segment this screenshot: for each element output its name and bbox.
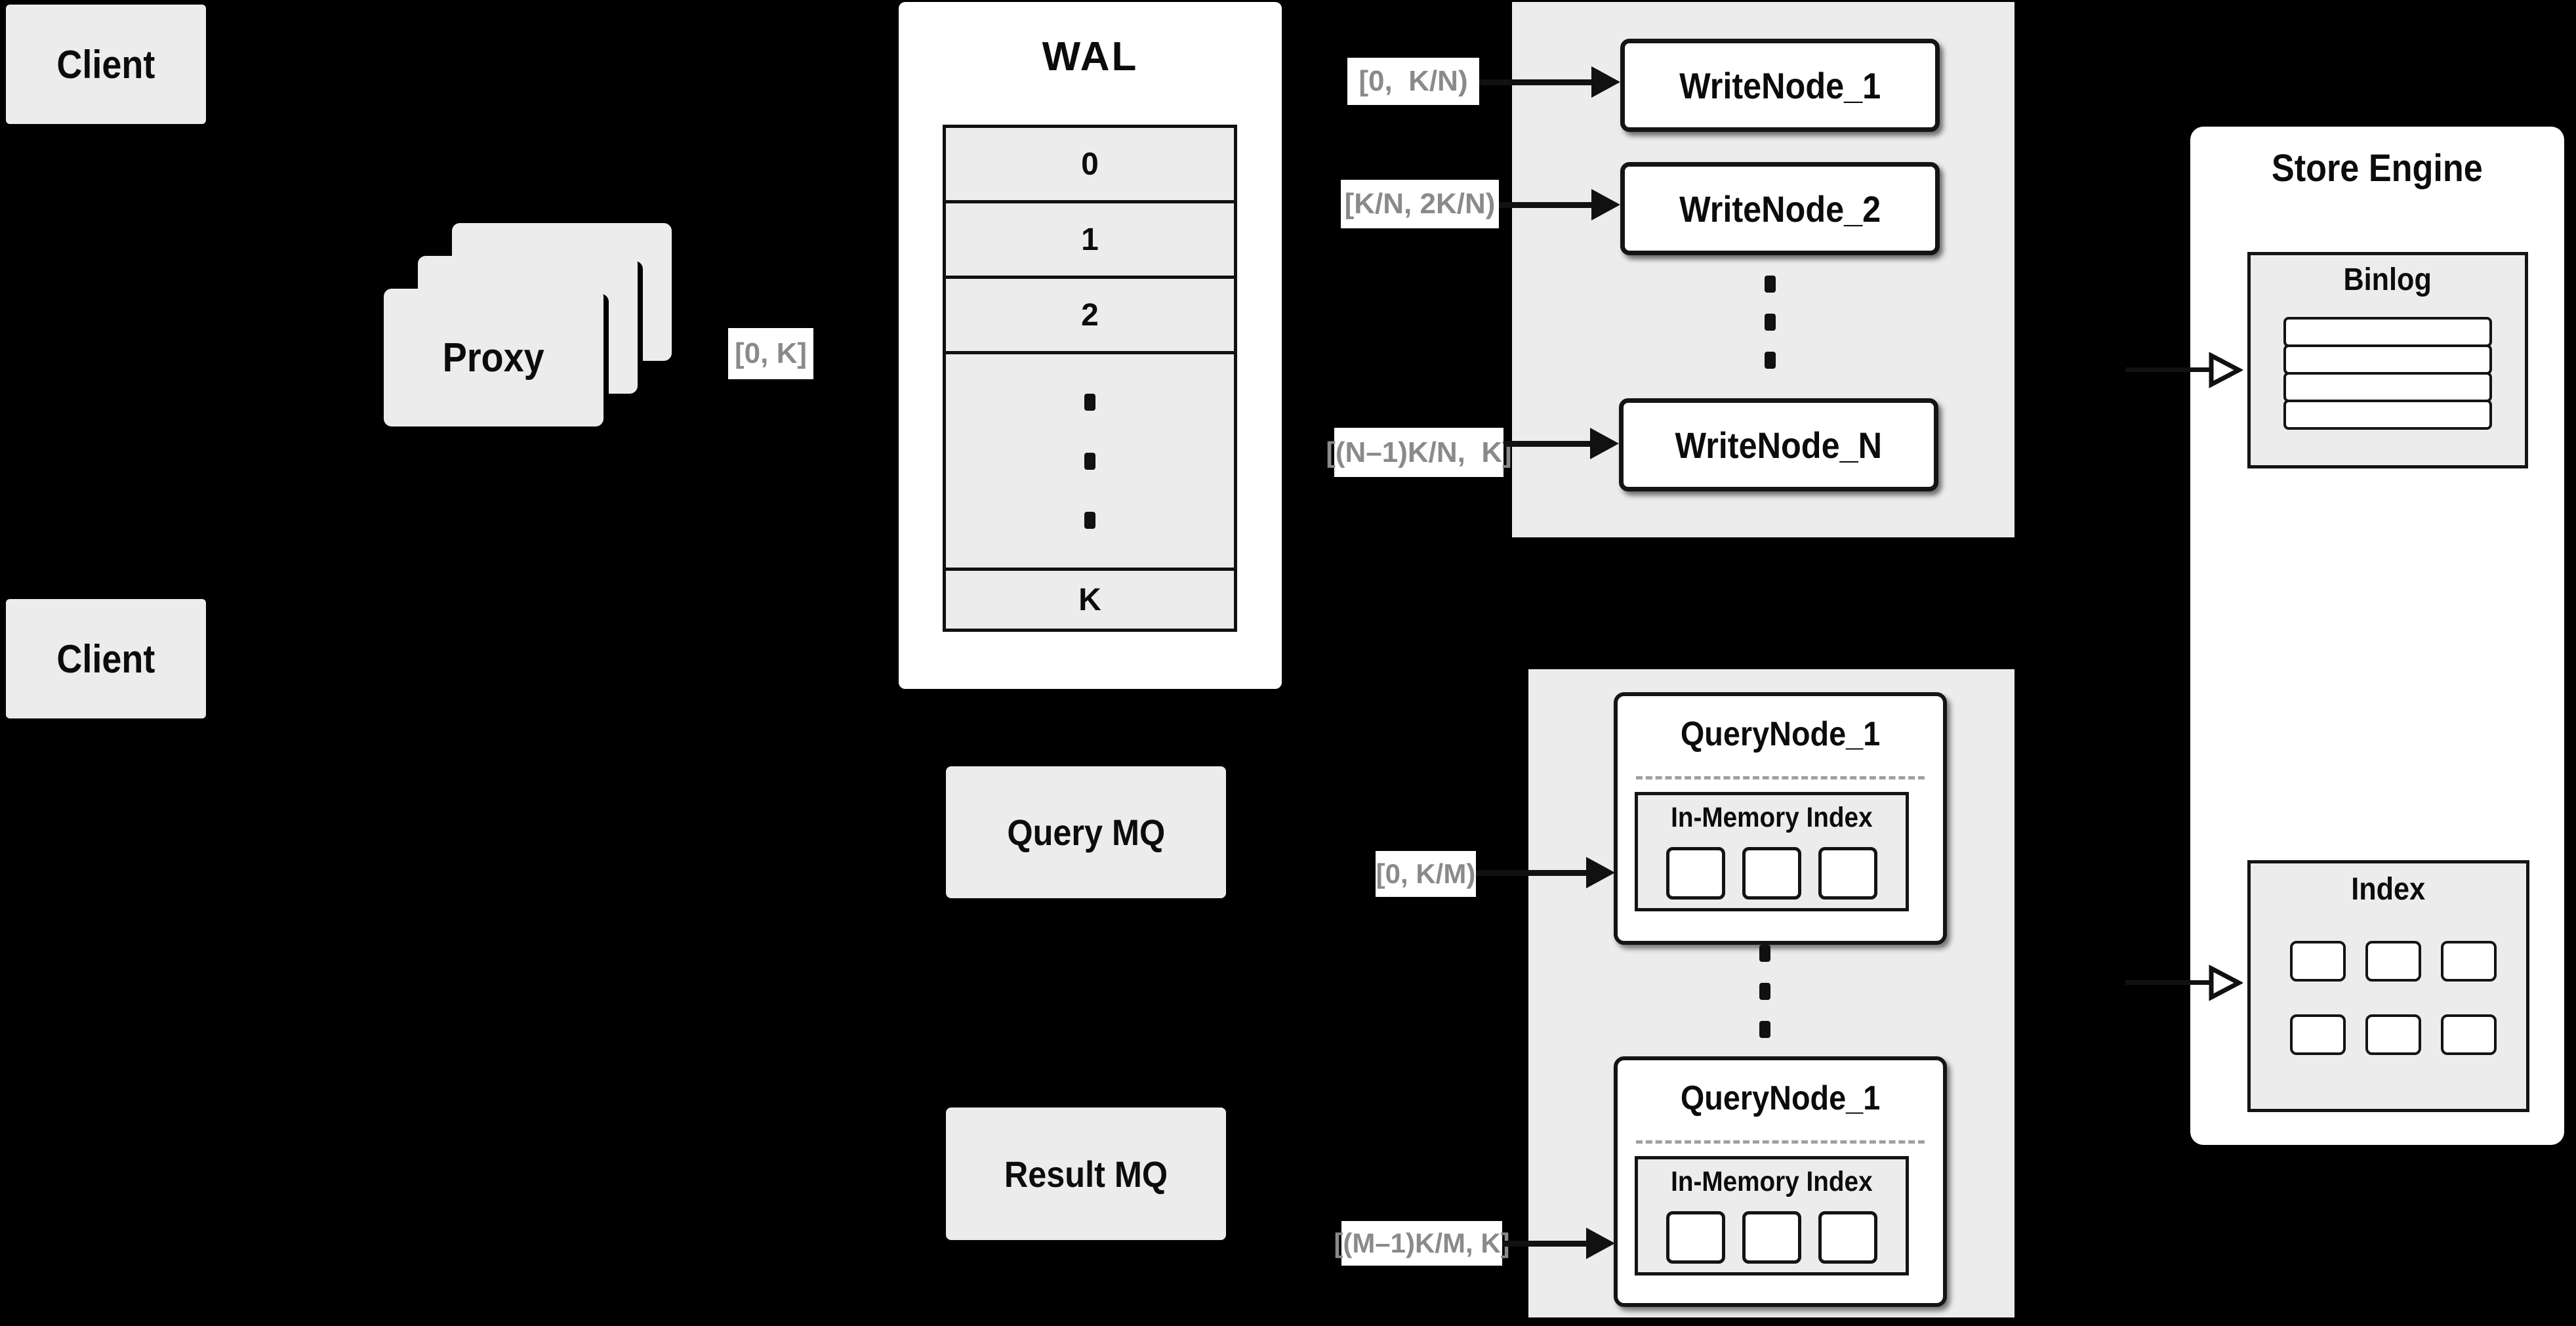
client-top-label: Client <box>56 42 155 87</box>
write-node-2: WriteNode_2 <box>1620 162 1940 255</box>
arrow-shaft <box>1502 1241 1586 1247</box>
query-node-1-label: QueryNode_1 <box>1680 715 1881 753</box>
segment-square <box>1818 847 1877 900</box>
write-node-1: WriteNode_1 <box>1620 39 1940 132</box>
arrow-shaft <box>2125 980 2211 985</box>
binlog-row <box>2283 344 2492 375</box>
query-node-m: QueryNode_1 In-Memory Index <box>1614 1056 1947 1307</box>
dashed-divider <box>1636 1140 1925 1144</box>
binlog-row <box>2283 372 2492 402</box>
arrow-head <box>1586 1228 1615 1259</box>
query-mq-label: Query MQ <box>1007 812 1165 853</box>
store-engine-panel: Store Engine Binlog Index <box>2190 127 2564 1145</box>
arrow-shaft <box>1503 441 1590 447</box>
arrow-head <box>1591 189 1620 220</box>
wal-panel: WAL 0 1 2 K <box>899 2 1282 689</box>
client-bottom-box: Client <box>6 599 206 718</box>
query-node-1: QueryNode_1 In-Memory Index <box>1614 692 1947 945</box>
index-square <box>2365 941 2421 982</box>
segment-square <box>1666 1211 1725 1264</box>
proxy-label: Proxy <box>442 335 545 381</box>
write-node-2-label: WriteNode_2 <box>1679 188 1881 230</box>
wal-row-k: K <box>1078 582 1101 617</box>
index-label: Index <box>2351 872 2426 907</box>
index-segments-grid <box>2290 941 2497 1055</box>
query-node-m-label: QueryNode_1 <box>1680 1079 1881 1117</box>
proxy-card-front: Proxy <box>384 289 603 426</box>
index-square <box>2441 941 2497 982</box>
arrow-shaft <box>2125 367 2211 372</box>
binlog-rows <box>2283 317 2492 430</box>
ellipsis-dots <box>1084 393 1095 529</box>
ellipsis-dots <box>1765 276 1776 369</box>
proxy-range-label: [0, K] <box>728 328 813 379</box>
write-range-label-1: [0, K/N) <box>1347 58 1479 105</box>
wal-row-ellipsis <box>946 354 1234 571</box>
segment-square <box>1666 847 1725 900</box>
binlog-row <box>2283 400 2492 430</box>
segment-square <box>1742 847 1801 900</box>
index-segments <box>1638 1211 1906 1264</box>
ellipsis-dots <box>1759 945 1770 1038</box>
arrow-head <box>1590 428 1619 459</box>
index-box: Index <box>2247 860 2529 1112</box>
write-node-n: WriteNode_N <box>1619 398 1938 491</box>
wal-title: WAL <box>1042 34 1139 79</box>
client-bottom-label: Client <box>56 636 155 681</box>
binlog-row <box>2283 317 2492 347</box>
write-node-1-label: WriteNode_1 <box>1679 64 1881 106</box>
index-square <box>2441 1014 2497 1055</box>
index-square <box>2290 941 2346 982</box>
wal-table: 0 1 2 K <box>943 125 1237 632</box>
write-node-n-label: WriteNode_N <box>1675 424 1883 466</box>
arrow-shaft <box>1476 870 1586 876</box>
result-mq-label: Result MQ <box>1004 1153 1168 1195</box>
arrow-shaft <box>1479 79 1591 85</box>
open-arrow-head <box>2209 964 2243 1001</box>
index-square <box>2290 1014 2346 1055</box>
arrow-head <box>1586 857 1615 888</box>
in-memory-index-box: In-Memory Index <box>1635 1156 1909 1275</box>
binlog-box: Binlog <box>2247 252 2528 468</box>
open-arrow-head <box>2209 352 2243 388</box>
arrow-head <box>1591 66 1620 98</box>
binlog-label: Binlog <box>2343 262 2432 297</box>
dashed-divider <box>1636 776 1925 779</box>
wal-row-1: 1 <box>946 203 1234 279</box>
index-square <box>2365 1014 2421 1055</box>
index-segments <box>1638 847 1906 900</box>
wal-row-0: 0 <box>946 128 1234 203</box>
query-range-label-m: [(M–1)K/M, K] <box>1334 1221 1510 1266</box>
write-range-label-n: [(N–1)K/N, K] <box>1326 428 1512 477</box>
arrow-shaft <box>1499 202 1591 208</box>
write-range-label-2: [K/N, 2K/N) <box>1341 180 1499 228</box>
query-mq-box: Query MQ <box>946 766 1226 898</box>
in-memory-index-label: In-Memory Index <box>1671 1166 1873 1197</box>
result-mq-box: Result MQ <box>946 1108 1226 1240</box>
store-engine-title: Store Engine <box>2272 147 2483 190</box>
wal-row-2: 2 <box>946 279 1234 354</box>
in-memory-index-label: In-Memory Index <box>1671 802 1873 833</box>
client-top-box: Client <box>6 5 206 124</box>
segment-square <box>1742 1211 1801 1264</box>
query-range-label-1: [0, K/M) <box>1376 851 1476 897</box>
in-memory-index-box: In-Memory Index <box>1635 792 1909 911</box>
segment-square <box>1818 1211 1877 1264</box>
